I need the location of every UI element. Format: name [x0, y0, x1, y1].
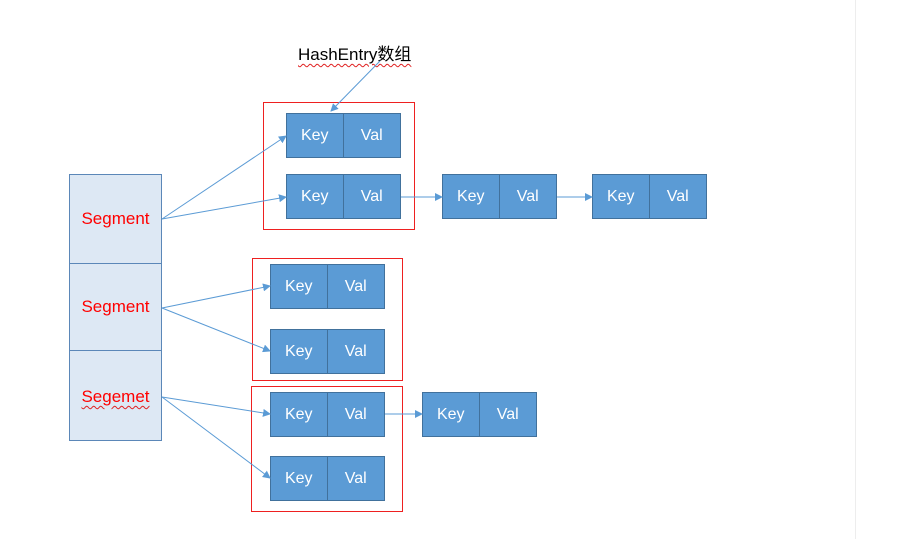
entry-val: Val — [479, 392, 537, 437]
entry-key: Key — [592, 174, 650, 219]
hash-entry-chain-3: Key Val — [422, 392, 537, 437]
entry-val: Val — [327, 456, 385, 501]
hash-entry-5: Key Val — [270, 392, 385, 437]
hash-entry-chain-2: Key Val — [592, 174, 707, 219]
arrow-segment2-to-entry3 — [161, 283, 271, 309]
entry-val: Val — [343, 174, 401, 219]
entry-val: Val — [327, 392, 385, 437]
entry-val: Val — [499, 174, 557, 219]
entry-key: Key — [270, 392, 328, 437]
segment-label-2: Segment — [81, 297, 150, 316]
hash-entry-4: Key Val — [270, 329, 385, 374]
hashentry-array-3 — [251, 386, 403, 512]
arrow-segment2-to-entry4 — [161, 307, 271, 353]
entry-key: Key — [286, 174, 344, 219]
arrow-segment1-to-entry2 — [161, 194, 287, 220]
hash-entry-6: Key Val — [270, 456, 385, 501]
page-edge-divider — [855, 0, 856, 539]
entry-val: Val — [649, 174, 707, 219]
arrow-segment3-to-entry5 — [161, 396, 271, 417]
entry-val: Val — [327, 329, 385, 374]
segment-label-3: Segemet — [81, 387, 150, 406]
hash-entry-2: Key Val — [286, 174, 401, 219]
hash-entry-chain-1: Key Val — [442, 174, 557, 219]
segment-cell-3: Segemet — [70, 351, 161, 441]
hashentry-array-label: HashEntry数组 — [298, 40, 411, 65]
title-text: HashEntry数组 — [298, 45, 412, 64]
entry-key: Key — [270, 329, 328, 374]
entry-val: Val — [327, 264, 385, 309]
hash-entry-3: Key Val — [270, 264, 385, 309]
entry-key: Key — [442, 174, 500, 219]
segment-array: Segment Segment Segemet — [69, 174, 162, 441]
hashentry-array-2 — [252, 258, 403, 381]
arrow-title-to-array — [330, 60, 381, 112]
entry-key: Key — [270, 456, 328, 501]
arrow-segment1-to-entry1 — [161, 135, 287, 220]
hash-entry-1: Key Val — [286, 113, 401, 158]
arrow-segment3-to-entry6 — [161, 396, 271, 479]
segment-cell-1: Segment — [70, 175, 161, 264]
segment-label-1: Segment — [81, 209, 150, 228]
entry-key: Key — [422, 392, 480, 437]
segment-cell-2: Segment — [70, 264, 161, 351]
entry-key: Key — [270, 264, 328, 309]
entry-val: Val — [343, 113, 401, 158]
